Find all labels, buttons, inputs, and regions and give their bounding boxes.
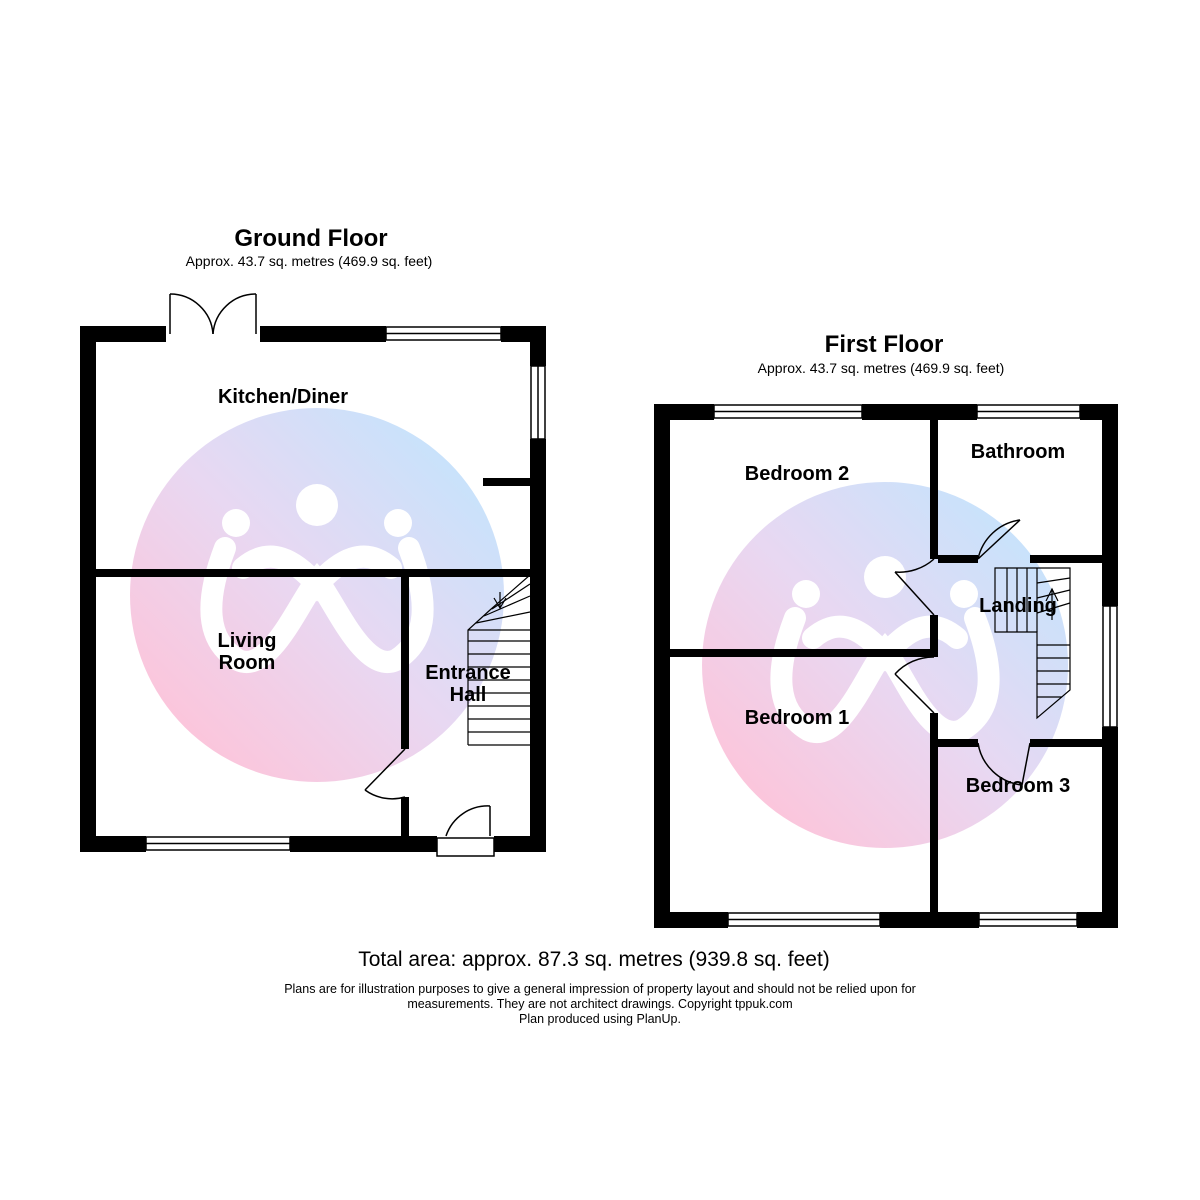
room-label-kitchen-diner: Kitchen/Diner [217,386,349,408]
window-icon [145,836,291,851]
room-label-bedroom-3: Bedroom 3 [965,775,1071,797]
room-label-entrance-hall: Entrance Hall [425,662,511,706]
room-label-line: Hall [449,684,487,706]
door-swing-icon [364,748,406,800]
room-label-living-room: Living Room [218,630,277,674]
room-label-bathroom: Bathroom [970,441,1066,463]
room-label-line: Living [217,630,277,652]
french-door-icon [169,293,257,335]
door-swing-icon [894,656,935,714]
first-floor-watermark-icon [702,482,1068,848]
first-floor-area: Approx. 43.7 sq. metres (469.9 sq. feet) [757,360,1005,376]
ground-floor-title: Ground Floor [234,225,388,252]
total-area: Total area: approx. 87.3 sq. metres (939… [358,948,830,971]
ground-floor-watermark-icon [130,408,504,782]
first-floor-stairs-icon [994,567,1071,720]
window-icon [976,404,1081,419]
room-label-line: Entrance [425,662,511,684]
room-label-bedroom-1: Bedroom 1 [744,707,850,729]
disclaimer-line: measurements. They are not architect dra… [407,997,793,1011]
door-swing-icon [977,519,1021,560]
room-label-landing: Landing [979,595,1057,617]
window-icon [1102,605,1118,728]
door-swing-icon [977,742,1031,786]
first-floor-doors [894,519,1031,786]
room-label-bedroom-2: Bedroom 2 [744,463,850,485]
first-floor-title: First Floor [824,331,944,358]
window-icon [727,912,881,927]
window-icon [530,365,546,440]
door-swing-icon [894,558,935,616]
ground-floor-walls [80,326,546,852]
ground-floor-doors [169,293,495,857]
front-door-icon [436,805,495,857]
first-floor-walls [654,404,1118,928]
disclaimer-line: Plans are for illustration purposes to g… [284,982,916,996]
disclaimer: Plans are for illustration purposes to g… [284,982,916,1027]
room-label-line: Room [218,652,276,674]
first-floor-windows [713,404,1118,927]
window-icon [385,326,502,341]
ground-floor-area: Approx. 43.7 sq. metres (469.9 sq. feet) [185,253,433,269]
window-icon [978,912,1078,927]
ground-floor-stairs-icon [467,574,531,746]
ground-floor-windows [145,326,546,851]
disclaimer-line: Plan produced using PlanUp. [519,1012,681,1026]
window-icon [713,404,863,419]
